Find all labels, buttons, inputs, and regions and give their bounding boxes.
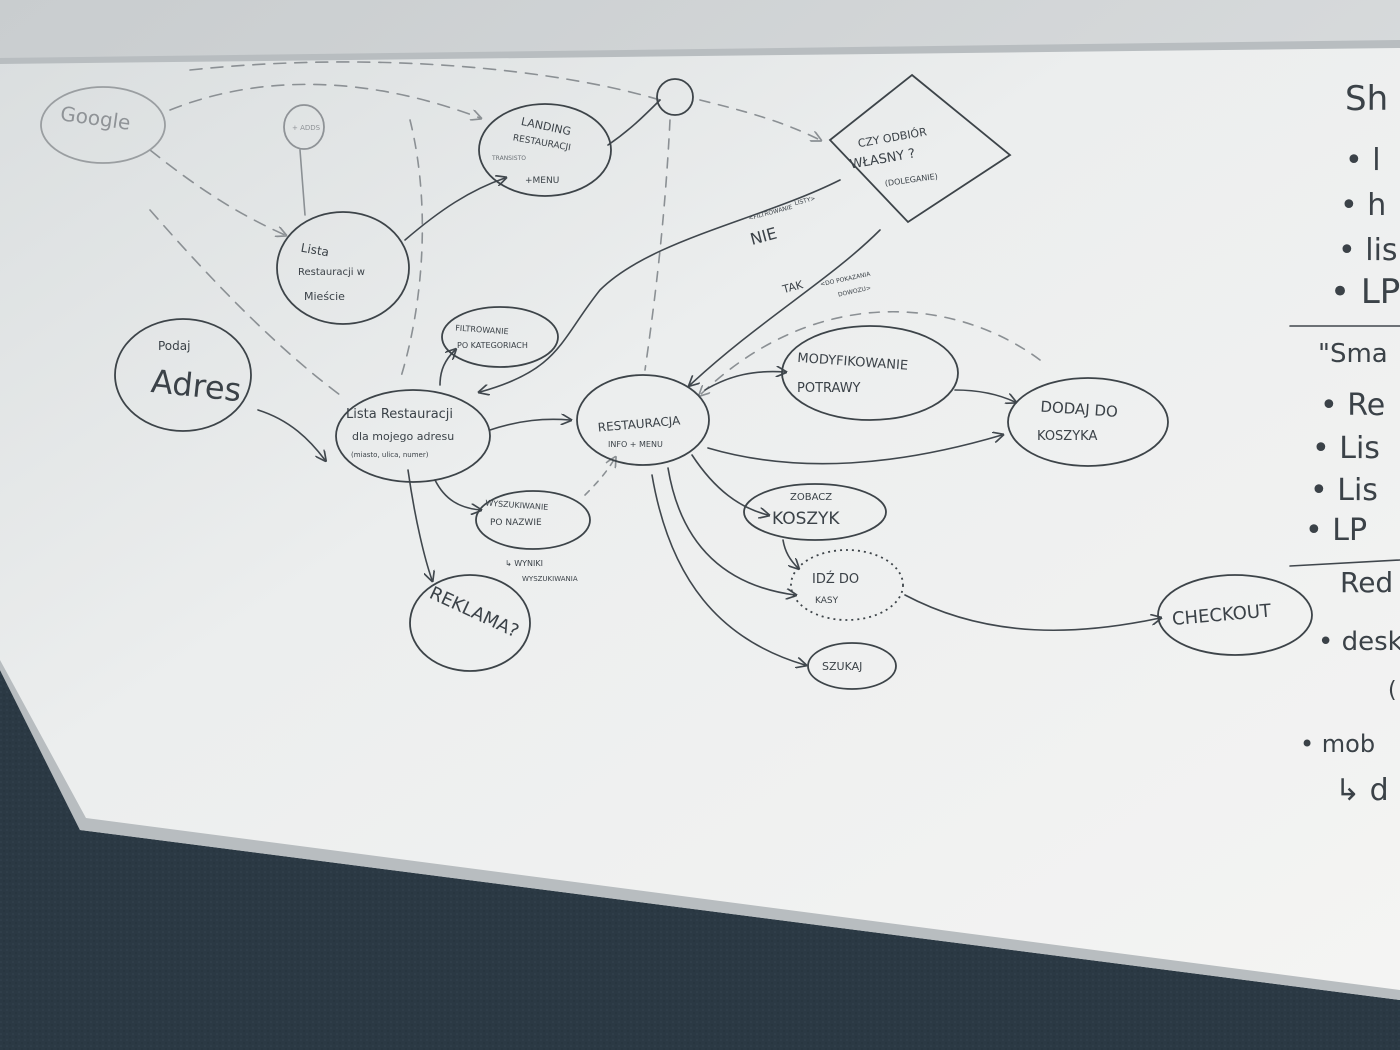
diagram-nodes <box>40 73 1313 690</box>
node-szukaj-outline <box>807 642 897 690</box>
side-note: • Lis <box>1310 473 1378 508</box>
side-note: "Sma <box>1318 339 1388 369</box>
label-idz-2: KASY <box>815 596 839 606</box>
divider-line-2 <box>1289 559 1400 567</box>
arrow-google-lista-adres <box>149 209 341 396</box>
connectors <box>149 61 1400 665</box>
side-notes: Sh • l • h • lis • LP "Sma • Re • Lis • … <box>1300 79 1400 808</box>
arrow-lista-miasto-landing <box>404 178 505 241</box>
side-note: • l <box>1345 143 1381 178</box>
side-note: Red <box>1340 566 1393 599</box>
side-note: • mob <box>1300 730 1375 758</box>
label-podaj-2: Adres <box>149 362 243 409</box>
arrow-restauracja-szukaj <box>651 474 805 665</box>
arrow-google-lista-miasto <box>149 149 285 235</box>
arrow-lista-miasto-adds <box>299 149 306 216</box>
label-zobacz-2: KOSZYK <box>772 509 840 529</box>
label-zobacz-1: ZOBACZ <box>790 492 832 503</box>
side-note: • lis <box>1338 233 1398 268</box>
node-zobacz-outline <box>743 483 887 541</box>
label-dodaj-2: KOSZYKA <box>1037 429 1097 444</box>
label-idz-1: IDŹ DO <box>812 571 859 587</box>
node-dodaj-outline <box>1007 377 1169 467</box>
arrow-restauracja-modyf <box>704 372 785 391</box>
label-dodaj-1: DODAJ DO <box>1040 398 1119 421</box>
node-wyszuk-outline <box>475 490 591 550</box>
label-wyszuk-2: PO NAZWIE <box>490 518 542 528</box>
side-note: ↳ d <box>1335 773 1389 808</box>
label-landing-4: +MENU <box>525 176 559 186</box>
arrow-modyf-dodaj <box>954 389 1015 402</box>
node-rek-outline <box>409 574 531 672</box>
node-checkout-outline <box>1157 574 1313 656</box>
label-filtrowanie-2: PO KATEGORIACH <box>457 341 528 350</box>
label-restauracja-2: INFO + MENU <box>608 440 663 449</box>
side-note: • desk <box>1318 627 1400 657</box>
node-podaj-outline <box>114 318 252 432</box>
label-lista-miasto-3: Mieście <box>304 290 345 303</box>
node-lista-miasto-outline <box>276 211 410 325</box>
arrow-dashed-to-adres <box>399 119 424 381</box>
label-lista-adres-1: Lista Restauracji <box>346 407 453 422</box>
label-wyniki-1: ↳ WYNIKI <box>505 559 543 568</box>
arrow-lista-wyszuk <box>434 479 480 510</box>
arrow-restauracja-idz <box>667 467 795 595</box>
label-tak: TAK <box>780 278 805 296</box>
arrow-top-dashed <box>189 61 661 101</box>
arrow-nie-lista <box>480 179 841 392</box>
node-idz-outline <box>790 549 904 621</box>
arrow-lista-restauracja <box>489 419 570 431</box>
label-wyszuk-1: WYSZUKIWANIE <box>485 499 549 512</box>
floor <box>0 670 1400 1050</box>
side-note: • Re <box>1320 388 1385 423</box>
arrow-lista-rek <box>407 469 432 580</box>
arrow-podaj-lista <box>257 409 325 460</box>
arrow-idz-checkout <box>904 594 1160 632</box>
label-szukaj: SZUKAJ <box>822 660 862 673</box>
label-wyniki-2: WYSZUKIWANIA <box>522 575 578 583</box>
arrow-zobacz-idz <box>782 539 798 568</box>
label-lista-miasto-1: Lista <box>300 241 330 260</box>
label-filtrowanie-1: FILTROWANIE <box>455 324 509 337</box>
node-google-outline <box>40 86 166 164</box>
node-filtr-outline <box>441 306 559 368</box>
side-note: • h <box>1340 188 1386 223</box>
node-lista-adres-outline <box>335 389 491 483</box>
label-podaj-1: Podaj <box>158 339 190 353</box>
label-landing-3: TRANSISTO <box>491 155 526 162</box>
arrow-circle-diamond <box>699 99 820 140</box>
arrow-restauracja-zobacz <box>691 454 768 515</box>
label-lista-adres-2: dla mojego adresu <box>352 430 454 443</box>
side-note: • LP <box>1305 513 1367 548</box>
arrow-landing-circle <box>607 99 661 146</box>
label-adds: + ADDS <box>292 124 321 132</box>
arrow-dashed-back <box>700 310 1041 395</box>
node-adds-outline <box>283 104 325 150</box>
side-note: ( <box>1388 678 1397 703</box>
side-note: Sh <box>1345 79 1388 119</box>
side-note: • LP <box>1330 272 1400 312</box>
whiteboard-surface <box>0 48 1400 990</box>
arrow-tak-restauracja <box>690 229 881 385</box>
node-modyf-outline <box>781 325 959 421</box>
arrow-circle-restauracja <box>644 119 671 371</box>
node-czy-odbior-diamond <box>828 73 1012 224</box>
label-lista-miasto-2: Restauracji w <box>298 267 365 278</box>
arrow-google-landing <box>169 83 480 118</box>
node-restauracja-outline <box>576 374 710 466</box>
arrow-restauracja-dodaj <box>707 435 1002 465</box>
arrow-lista-filtr <box>439 350 455 386</box>
label-lista-adres-3: (miasto, ulica, numer) <box>351 451 429 459</box>
node-landing-outline <box>478 103 612 197</box>
node-start-circle <box>656 78 694 116</box>
label-modyf-2: POTRAWY <box>797 381 861 396</box>
side-note: • Lis <box>1312 431 1380 466</box>
